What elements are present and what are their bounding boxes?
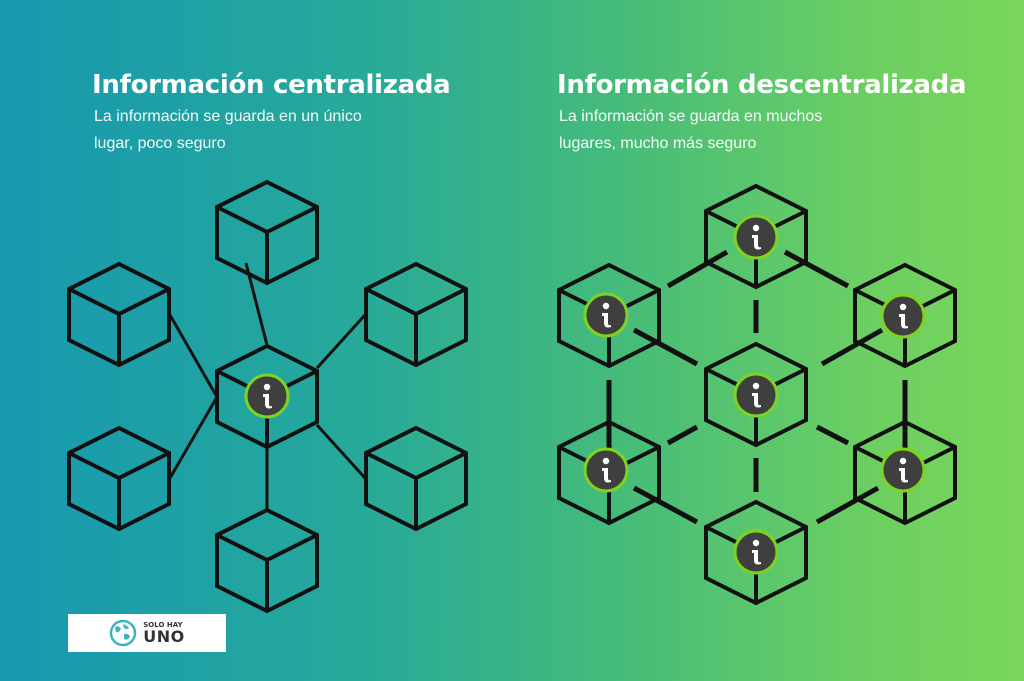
left-description: La información se guarda en un único lug…: [94, 103, 362, 157]
right-description: La información se guarda en muchos lugar…: [559, 103, 822, 157]
cube-bottom: [215, 508, 319, 613]
right-description-line-1: La información se guarda en muchos: [559, 108, 823, 125]
info-icon: [733, 529, 779, 575]
cube-left-top: [67, 262, 171, 367]
decentralized-cubes: [557, 184, 957, 605]
info-icon: [880, 447, 926, 493]
info-icon: [733, 214, 779, 260]
info-icon: [583, 447, 629, 493]
decentralized-network: [606, 249, 908, 525]
left-description-line-2: lugar, poco seguro: [94, 135, 226, 152]
cube-left-bottom: [67, 426, 171, 531]
cube-right-top: [364, 262, 468, 367]
cube-right-bottom: [364, 426, 468, 531]
info-icon: [880, 293, 926, 339]
info-icon: [244, 373, 290, 419]
left-title: Información centralizada: [92, 70, 451, 100]
right-description-line-2: lugares, mucho más seguro: [559, 135, 757, 152]
logo-small-text: SOLO HAY: [143, 620, 183, 629]
globe-icon: [110, 619, 137, 647]
left-description-line-1: La información se guarda en un único: [94, 108, 362, 125]
right-title: Información descentralizada: [557, 70, 967, 100]
centralized-cubes: [67, 180, 468, 613]
info-icon: [733, 372, 779, 418]
info-icon: [583, 292, 629, 338]
cube-top: [215, 180, 319, 285]
logo-big-text: UNO: [143, 626, 185, 646]
solo-hay-uno-logo: SOLO HAY UNO: [68, 614, 226, 652]
centralized-network: [168, 262, 367, 509]
